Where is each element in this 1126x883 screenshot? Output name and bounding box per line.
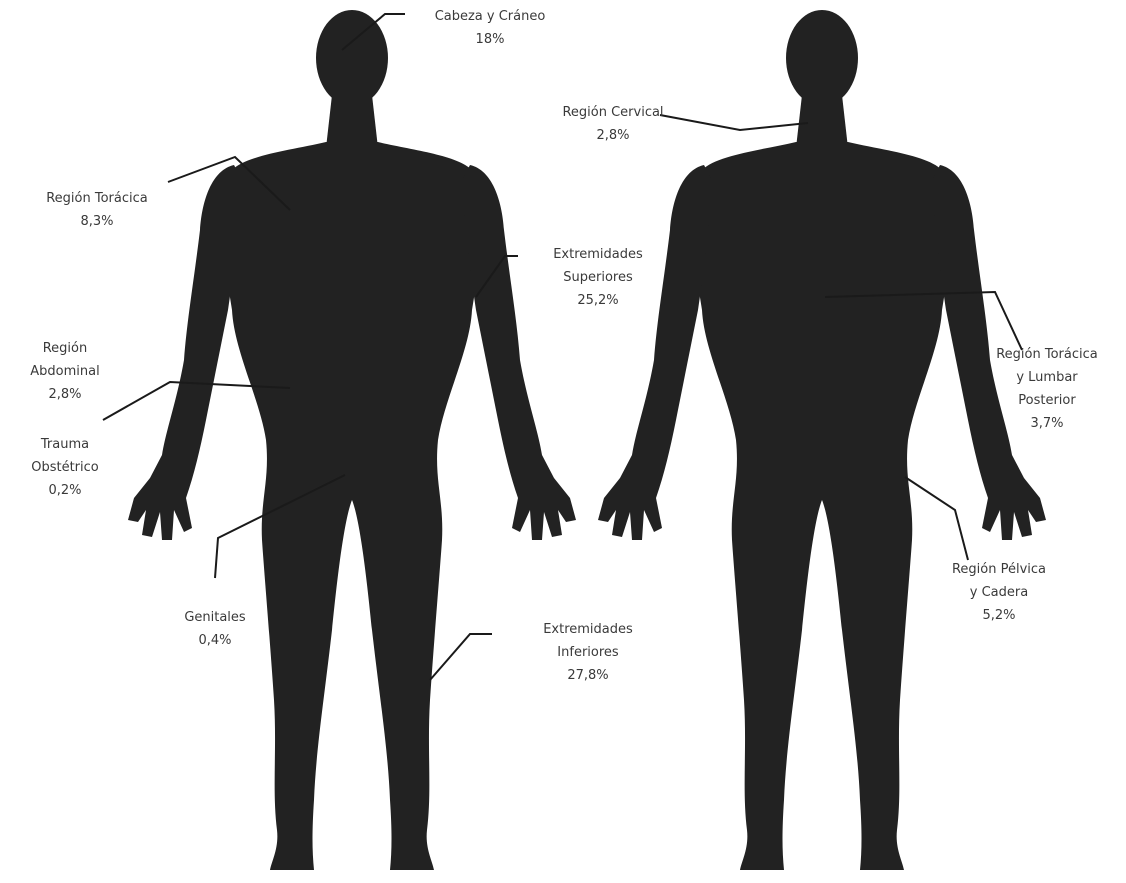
label-tor-lum-line3: Posterior bbox=[978, 389, 1116, 412]
label-tor-lum-pct: 3,7% bbox=[978, 412, 1116, 435]
label-pelvica-line2: y Cadera bbox=[930, 581, 1068, 604]
label-ext-inf-line1: Extremidades bbox=[528, 618, 648, 641]
label-region-pelvica: Región Pélvica y Cadera 5,2% bbox=[930, 558, 1068, 627]
label-ext-sup-line1: Extremidades bbox=[538, 243, 658, 266]
label-abdominal-pct: 2,8% bbox=[10, 383, 120, 406]
leader-extremidades-inferiores bbox=[430, 634, 492, 680]
label-cabeza-craneo: Cabeza y Cráneo 18% bbox=[425, 5, 555, 51]
label-abdominal-line1: Región bbox=[10, 337, 120, 360]
label-genitales: Genitales 0,4% bbox=[160, 606, 270, 652]
label-cervical-pct: 2,8% bbox=[538, 124, 688, 147]
label-trauma-obstetrico: Trauma Obstétrico 0,2% bbox=[10, 433, 120, 502]
label-region-toracica-lumbar: Región Torácica y Lumbar Posterior 3,7% bbox=[978, 343, 1116, 435]
label-region-abdominal: Región Abdominal 2,8% bbox=[10, 337, 120, 406]
label-abdominal-line2: Abdominal bbox=[10, 360, 120, 383]
label-ext-inf-line2: Inferiores bbox=[528, 641, 648, 664]
label-pelvica-line1: Región Pélvica bbox=[930, 558, 1068, 581]
label-genitales-name: Genitales bbox=[160, 606, 270, 629]
label-extremidades-superiores: Extremidades Superiores 25,2% bbox=[538, 243, 658, 312]
label-region-cervical: Región Cervical 2,8% bbox=[538, 101, 688, 147]
label-cervical-name: Región Cervical bbox=[538, 101, 688, 124]
label-genitales-pct: 0,4% bbox=[160, 629, 270, 652]
label-ext-sup-line2: Superiores bbox=[538, 266, 658, 289]
label-region-toracica: Región Torácica 8,3% bbox=[22, 187, 172, 233]
label-pelvica-pct: 5,2% bbox=[930, 604, 1068, 627]
label-tor-lum-line1: Región Torácica bbox=[978, 343, 1116, 366]
front-silhouette bbox=[128, 10, 576, 870]
label-ext-inf-pct: 27,8% bbox=[528, 664, 648, 687]
leader-pelvica bbox=[905, 477, 968, 560]
label-ext-sup-pct: 25,2% bbox=[538, 289, 658, 312]
label-toracica-pct: 8,3% bbox=[22, 210, 172, 233]
label-cabeza-pct: 18% bbox=[425, 28, 555, 51]
label-obstetrico-line1: Trauma bbox=[10, 433, 120, 456]
label-tor-lum-line2: y Lumbar bbox=[978, 366, 1116, 389]
label-obstetrico-pct: 0,2% bbox=[10, 479, 120, 502]
label-toracica-name: Región Torácica bbox=[22, 187, 172, 210]
label-obstetrico-line2: Obstétrico bbox=[10, 456, 120, 479]
label-extremidades-inferiores: Extremidades Inferiores 27,8% bbox=[528, 618, 648, 687]
label-cabeza-name: Cabeza y Cráneo bbox=[425, 5, 555, 28]
